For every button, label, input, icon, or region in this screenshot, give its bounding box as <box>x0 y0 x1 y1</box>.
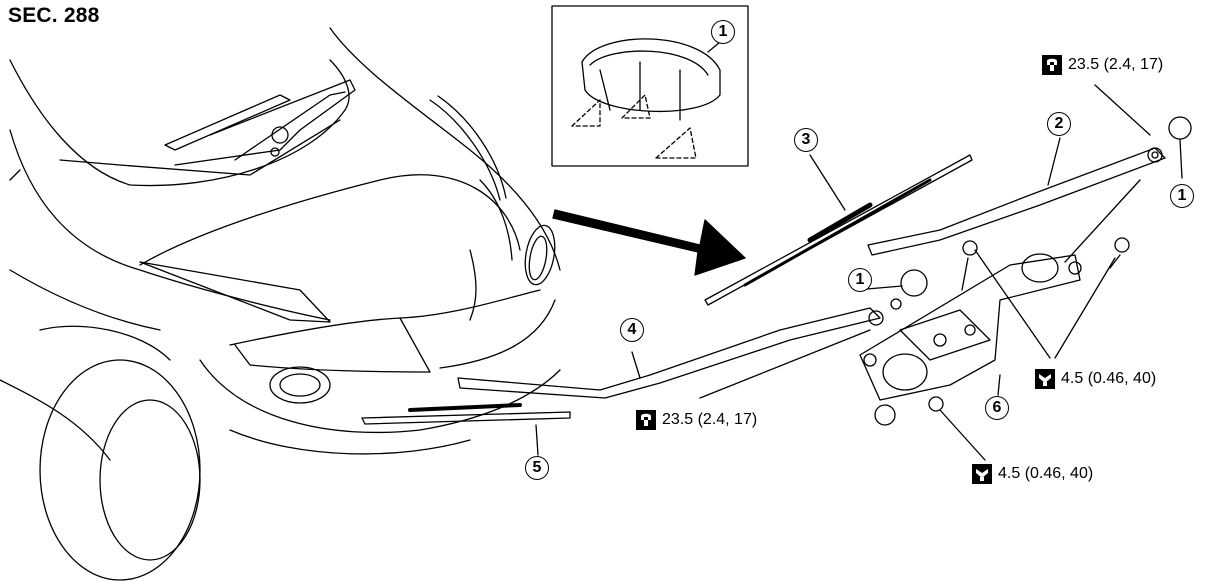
torque-wrench-icon <box>972 464 992 484</box>
detail-inset <box>551 5 749 167</box>
torque-wrench-icon <box>1035 369 1055 389</box>
torque-value: 23.5 (2.4, 17) <box>1068 56 1164 73</box>
callout-6: 6 <box>985 396 1009 420</box>
wiper-arm-passenger <box>457 269 928 399</box>
torque-wrench-icon <box>636 410 656 430</box>
torque-spec-bolt-right: 4.5 (0.46, 40) <box>1035 369 1156 389</box>
callout-5: 5 <box>525 456 549 480</box>
callout-1-right: 1 <box>1170 184 1194 208</box>
torque-value: 4.5 (0.46, 40) <box>998 465 1094 482</box>
wiper-blade-passenger <box>361 403 571 456</box>
wiper-motor-linkage <box>859 237 1130 461</box>
torque-wrench-icon <box>1042 55 1062 75</box>
callout-2: 2 <box>1047 112 1071 136</box>
vehicle-front-illustration <box>0 27 561 581</box>
callout-3: 3 <box>794 128 818 152</box>
torque-spec-bolt-bottom: 4.5 (0.46, 40) <box>972 464 1093 484</box>
torque-spec-arm-left: 23.5 (2.4, 17) <box>636 410 757 430</box>
torque-value: 23.5 (2.4, 17) <box>662 411 758 428</box>
torque-value: 4.5 (0.46, 40) <box>1061 370 1157 387</box>
torque-spec-arm-right: 23.5 (2.4, 17) <box>1042 55 1163 75</box>
callout-1-mid: 1 <box>848 268 872 292</box>
callout-1-inset: 1 <box>711 20 735 44</box>
wiper-blade-driver <box>704 154 973 306</box>
direction-arrow <box>552 209 746 276</box>
callout-4: 4 <box>620 318 644 342</box>
wiper-arm-driver <box>867 84 1192 263</box>
section-label: SEC. 288 <box>8 4 100 27</box>
